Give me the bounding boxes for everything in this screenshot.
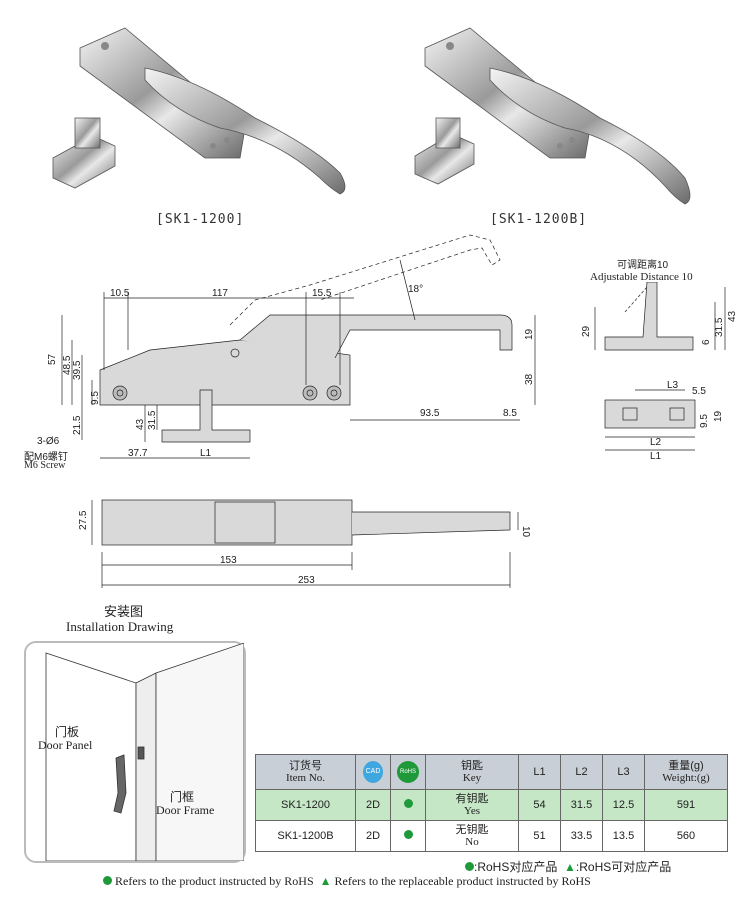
dim-31-5: 31.5 bbox=[147, 410, 158, 430]
adj-dim-43: 43 bbox=[727, 310, 738, 322]
installation-title-cn: 安装图 bbox=[104, 604, 144, 619]
adj-dim-29: 29 bbox=[581, 325, 592, 337]
product-caption-1: [SK1-1200] bbox=[156, 212, 245, 227]
cell-l1: 51 bbox=[518, 820, 561, 852]
dim-43: 43 bbox=[135, 418, 146, 430]
cell-key-cn: 有钥匙 bbox=[455, 793, 489, 805]
hole-note: 3-Ø6 bbox=[37, 436, 60, 447]
top-dim-253: 253 bbox=[298, 575, 315, 586]
dim-15-5: 15.5 bbox=[312, 288, 332, 299]
top-view-drawing: 27.5 10 153 253 bbox=[78, 499, 531, 588]
top-dim-27-5: 27.5 bbox=[78, 510, 89, 530]
adjust-view-drawing: 29 43 31.5 6 L3 5.5 9.5 19 L2 L1 bbox=[581, 282, 738, 462]
screw-note-cn: 配M6螺钉 bbox=[24, 452, 68, 463]
header-l3: L3 bbox=[602, 754, 645, 790]
legend-cn: :RoHS对应产品 ▲:RoHS可对应产品 bbox=[465, 858, 671, 875]
cell-rohs bbox=[390, 789, 426, 821]
side-view-drawing: 10.5 117 15.5 18° 57 48.5 39.5 9.5 21.5 … bbox=[47, 234, 536, 459]
rohs-dot-icon bbox=[465, 862, 474, 871]
cell-weight: 591 bbox=[644, 789, 728, 821]
dim-8-5: 8.5 bbox=[503, 408, 517, 419]
adjust-title-en: Adjustable Distance 10 bbox=[590, 271, 693, 283]
door-panel-label-cn: 门板 bbox=[55, 725, 80, 739]
adj-dim-9-5: 9.5 bbox=[699, 414, 710, 428]
dim-l1: L1 bbox=[200, 448, 212, 459]
legend-cn-2: :RoHS可对应产品 bbox=[575, 860, 672, 874]
cell-l2: 31.5 bbox=[560, 789, 603, 821]
dim-93-5: 93.5 bbox=[420, 408, 440, 419]
rohs-dot-icon bbox=[403, 799, 413, 808]
dim-48-5: 48.5 bbox=[62, 355, 73, 375]
cell-item: SK1-1200B bbox=[255, 820, 356, 852]
dim-18: 18° bbox=[408, 284, 423, 295]
adj-dim-6: 6 bbox=[701, 339, 712, 345]
cell-weight: 560 bbox=[644, 820, 728, 852]
cell-cad: 2D bbox=[355, 820, 391, 852]
cell-l3: 12.5 bbox=[602, 789, 645, 821]
header-key-en: Key bbox=[462, 772, 482, 784]
installation-title-en: Installation Drawing bbox=[66, 619, 174, 634]
adj-dim-l3: L3 bbox=[667, 380, 679, 391]
cell-key-en: No bbox=[465, 836, 479, 848]
top-dim-10: 10 bbox=[520, 526, 531, 538]
adj-dim-31-5: 31.5 bbox=[714, 317, 725, 337]
adj-dim-l2: L2 bbox=[650, 437, 662, 448]
adjust-title-cn: 可调距离10 bbox=[617, 260, 669, 271]
header-l1: L1 bbox=[518, 754, 561, 790]
legend-cn-1: :RoHS对应产品 bbox=[474, 860, 558, 874]
triangle-icon: ▲ bbox=[319, 874, 332, 888]
product-photo-sk1-1200 bbox=[52, 27, 346, 195]
header-weight-cn: 重量(g) bbox=[668, 760, 704, 772]
header-item-en: Item No. bbox=[285, 772, 326, 784]
adj-dim-19: 19 bbox=[713, 410, 724, 422]
header-item-cn: 订货号 bbox=[289, 760, 322, 772]
installation-frame bbox=[24, 641, 246, 863]
dim-37-7: 37.7 bbox=[128, 448, 148, 459]
cell-rohs bbox=[390, 820, 426, 852]
header-key-cn: 钥匙 bbox=[461, 760, 483, 772]
legend-en-1: Refers to the product instructed by RoHS bbox=[115, 874, 314, 888]
cell-key-en: Yes bbox=[463, 805, 480, 817]
door-panel-label-en: Door Panel bbox=[38, 738, 93, 752]
rohs-dot-icon bbox=[403, 830, 413, 839]
top-dim-153: 153 bbox=[220, 555, 237, 566]
header-l2: L2 bbox=[560, 754, 603, 790]
door-frame-label-cn: 门框 bbox=[170, 790, 195, 804]
adj-dim-5-5: 5.5 bbox=[692, 386, 706, 397]
cell-item: SK1-1200 bbox=[255, 789, 356, 821]
dim-9-5: 9.5 bbox=[90, 391, 101, 405]
product-photo-sk1-1200b bbox=[414, 27, 691, 205]
dim-21-5: 21.5 bbox=[72, 415, 83, 435]
screw-note-en: M6 Screw bbox=[24, 460, 66, 471]
dim-117: 117 bbox=[212, 288, 228, 299]
cell-l1: 54 bbox=[518, 789, 561, 821]
dim-57: 57 bbox=[47, 353, 58, 365]
rohs-dot-icon bbox=[103, 876, 112, 885]
dim-38: 38 bbox=[524, 373, 535, 385]
cad-icon: CAD bbox=[363, 761, 383, 783]
rohs-icon: RoHS bbox=[397, 761, 419, 783]
header-weight-en: Weight:(g) bbox=[662, 772, 710, 784]
cell-l2: 33.5 bbox=[560, 820, 603, 852]
cell-l3: 13.5 bbox=[602, 820, 645, 852]
product-caption-2: [SK1-1200B] bbox=[490, 212, 588, 227]
dim-39-5: 39.5 bbox=[72, 360, 83, 380]
legend-en: Refers to the product instructed by RoHS… bbox=[103, 874, 591, 889]
dim-19: 19 bbox=[524, 328, 535, 340]
legend-en-2: Refers to the replaceable product instru… bbox=[334, 874, 591, 888]
door-frame-label-en: Door Frame bbox=[156, 803, 215, 817]
cell-key-cn: 无钥匙 bbox=[455, 824, 489, 836]
cell-cad: 2D bbox=[355, 789, 391, 821]
svg-text:10.5: 10.5 bbox=[110, 288, 130, 299]
adj-dim-l1: L1 bbox=[650, 451, 662, 462]
triangle-icon: ▲ bbox=[564, 860, 576, 874]
